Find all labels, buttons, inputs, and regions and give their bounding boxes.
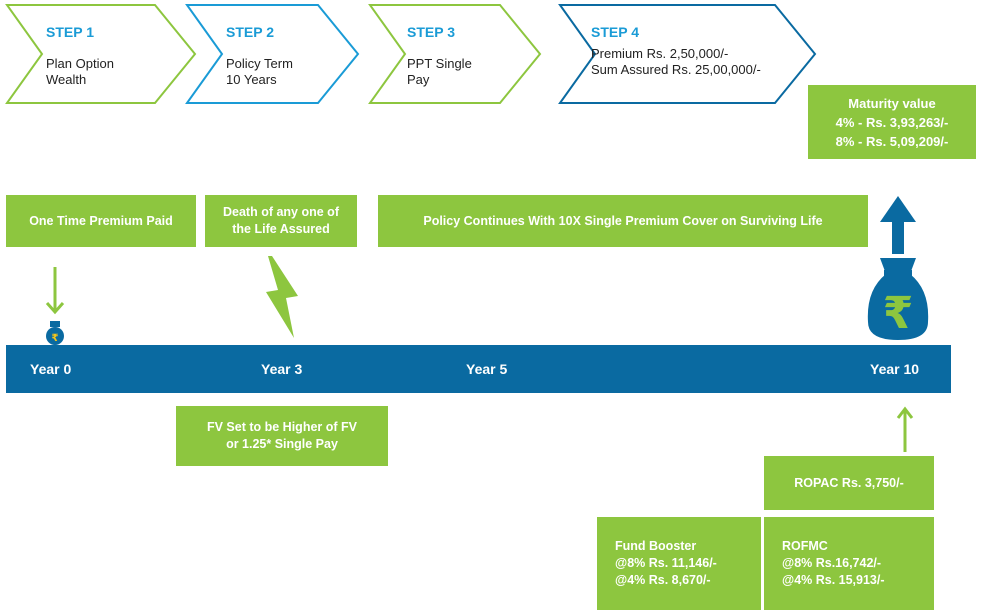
up-arrow-small-icon xyxy=(896,406,914,452)
timeline-bar: Year 0 Year 3 Year 5 Year 10 xyxy=(6,345,951,393)
step-2-text: Policy Term 10 Years xyxy=(226,56,293,88)
down-arrow-icon xyxy=(45,267,65,315)
year-0-label: Year 0 xyxy=(30,361,72,377)
maturity-value-box: Maturity value 4% - Rs. 3,93,263/- 8% - … xyxy=(808,85,976,159)
step-3-text: PPT Single Pay xyxy=(407,56,472,88)
policy-continues-box: Policy Continues With 10X Single Premium… xyxy=(378,195,868,247)
step-4-line2: Sum Assured Rs. 25,00,000/- xyxy=(591,62,761,77)
rofmc-title: ROFMC xyxy=(782,539,828,553)
fv-set-box: FV Set to be Higher of FV or 1.25* Singl… xyxy=(176,406,388,466)
up-arrow-icon xyxy=(880,196,916,254)
death-event-box: Death of any one of the Life Assured xyxy=(205,195,357,247)
step-2-line2: 10 Years xyxy=(226,72,277,87)
rofmc-box: ROFMC @8% Rs.16,742/- @4% Rs. 15,913/- xyxy=(764,517,934,610)
death-line1: Death of any one of xyxy=(223,205,339,219)
step-2-line1: Policy Term xyxy=(226,56,293,71)
step-3-title: STEP 3 xyxy=(407,24,455,40)
small-money-bag-icon: ₹ xyxy=(46,321,64,345)
step-chevrons xyxy=(5,4,817,104)
fund-booster-title: Fund Booster xyxy=(615,539,697,553)
year-5-label: Year 5 xyxy=(466,361,508,377)
fund-booster-box: Fund Booster @8% Rs. 11,146/- @4% Rs. 8,… xyxy=(597,517,761,610)
fv-line2: or 1.25* Single Pay xyxy=(226,437,338,451)
rofmc-line1: @8% Rs.16,742/- xyxy=(782,556,882,570)
year-3-label: Year 3 xyxy=(261,361,303,377)
year0-icons: ₹ xyxy=(45,267,65,345)
fund-booster-line1: @8% Rs. 11,146/- xyxy=(615,556,717,570)
step-1-title: STEP 1 xyxy=(46,24,94,40)
money-bag-icon: ₹ xyxy=(867,258,929,340)
maturity-line2: 8% - Rs. 5,09,209/- xyxy=(835,133,949,149)
step-4-line1: Premium Rs. 2,50,000/- xyxy=(591,46,729,61)
fv-line1: FV Set to be Higher of FV xyxy=(206,420,357,434)
year-10-label: Year 10 xyxy=(870,361,920,377)
maturity-title: Maturity value xyxy=(848,95,936,111)
lightning-icon xyxy=(266,256,298,338)
step-1-chevron xyxy=(5,4,197,104)
step-4-chevron xyxy=(558,4,817,104)
rofmc-line2: @4% Rs. 15,913/- xyxy=(782,573,885,587)
maturity-bag-group: ₹ xyxy=(867,196,929,340)
step-3-line1: PPT Single xyxy=(407,56,472,71)
step-2-title: STEP 2 xyxy=(226,24,274,40)
step-1-line2: Wealth xyxy=(46,72,87,87)
premium-paid-box: One Time Premium Paid xyxy=(6,195,196,247)
svg-text:₹: ₹ xyxy=(883,288,914,339)
svg-text:₹: ₹ xyxy=(52,333,59,344)
step-1-text: Plan Option Wealth xyxy=(46,56,114,88)
step-3-chevron xyxy=(368,4,542,104)
death-line2: the Life Assured xyxy=(232,222,330,236)
step-1-line1: Plan Option xyxy=(46,56,114,71)
fund-booster-line2: @4% Rs. 8,670/- xyxy=(615,573,711,587)
ropac-box: ROPAC Rs. 3,750/- xyxy=(764,456,934,510)
step-3-line2: Pay xyxy=(407,72,430,87)
step-2-chevron xyxy=(185,4,360,104)
maturity-line1: 4% - Rs. 3,93,263/- xyxy=(835,114,949,130)
step-4-text: Premium Rs. 2,50,000/- Sum Assured Rs. 2… xyxy=(591,46,761,78)
step-4-title: STEP 4 xyxy=(591,24,639,40)
